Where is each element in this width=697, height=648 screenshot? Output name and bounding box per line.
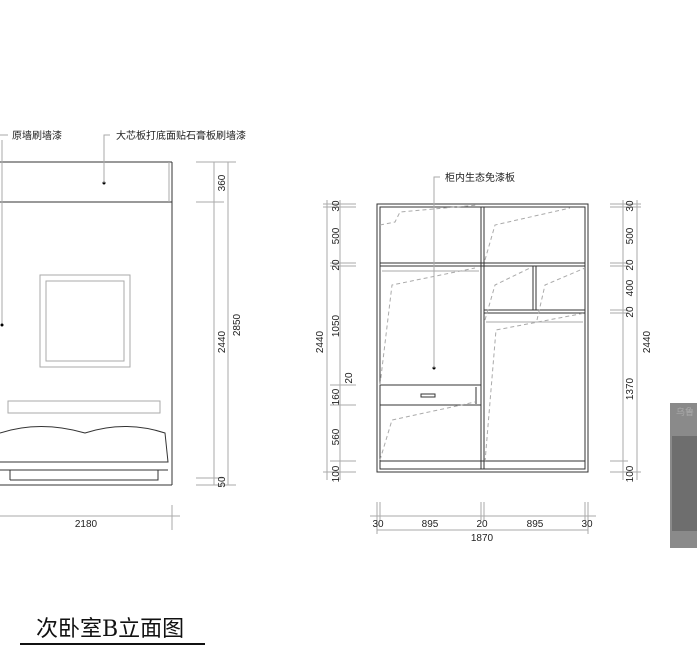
- drawer-handle: [420, 393, 436, 398]
- wardrobe-right-dims: [610, 200, 641, 480]
- wr-dim-400: 400: [625, 279, 636, 296]
- wardrobe-elevation: [376, 176, 589, 473]
- dim-360: 360: [217, 174, 228, 191]
- wb-dim-895: 895: [422, 519, 439, 530]
- wr-dim-2440: 2440: [642, 330, 653, 353]
- wardrobe-left-dims: [323, 200, 356, 480]
- left-wall-elevation: [0, 134, 173, 486]
- wr-dim-20: 20: [625, 259, 636, 271]
- wr-dim-500: 500: [625, 227, 636, 244]
- wl-dim-2440: 2440: [315, 330, 326, 353]
- wall-panel-frame: [39, 274, 131, 368]
- wr-dim-30: 30: [625, 200, 636, 212]
- dim-2440: 2440: [217, 330, 228, 353]
- wr-dim-100: 100: [625, 465, 636, 482]
- dim-2180: 2180: [75, 519, 98, 530]
- wb-dim-20: 20: [476, 519, 488, 530]
- wr-dim-1370: 1370: [625, 377, 636, 400]
- wl-dim-30: 30: [331, 200, 342, 212]
- cabinet-note-label: 柜内生态免漆板: [445, 171, 515, 184]
- wb-dim-895b: 895: [527, 519, 544, 530]
- wb-dim-30: 30: [372, 519, 384, 530]
- wl-dim-100: 100: [331, 465, 342, 482]
- wl-dim-160: 160: [331, 388, 342, 405]
- left-vertical-dims: [196, 161, 236, 486]
- thumbnail-image: [672, 436, 697, 531]
- wl-dim-500: 500: [331, 227, 342, 244]
- thumbnail-preview[interactable]: 乌鲁: [670, 403, 697, 548]
- wardrobe-bottom-dims: [370, 502, 596, 534]
- drawing-title: 次卧室B立面图: [36, 617, 184, 642]
- wl-dim-560: 560: [331, 428, 342, 445]
- wb-dim-1870: 1870: [471, 533, 494, 544]
- wr-dim-20b: 20: [625, 306, 636, 318]
- wall-paint-label: 原墙刷墙漆: [12, 129, 62, 142]
- bed: [0, 426, 169, 481]
- headboard-strip: [7, 400, 161, 414]
- wl-dim-20: 20: [331, 259, 342, 271]
- dim-50: 50: [217, 476, 228, 488]
- thumbnail-label: 乌鲁: [676, 408, 695, 418]
- wl-dim-1050: 1050: [331, 314, 342, 337]
- dim-2850: 2850: [232, 313, 243, 336]
- wl-dim-20b: 20: [344, 372, 355, 384]
- wb-dim-30b: 30: [581, 519, 593, 530]
- board-note-label: 大芯板打底面贴石膏板刷墙漆: [116, 129, 246, 142]
